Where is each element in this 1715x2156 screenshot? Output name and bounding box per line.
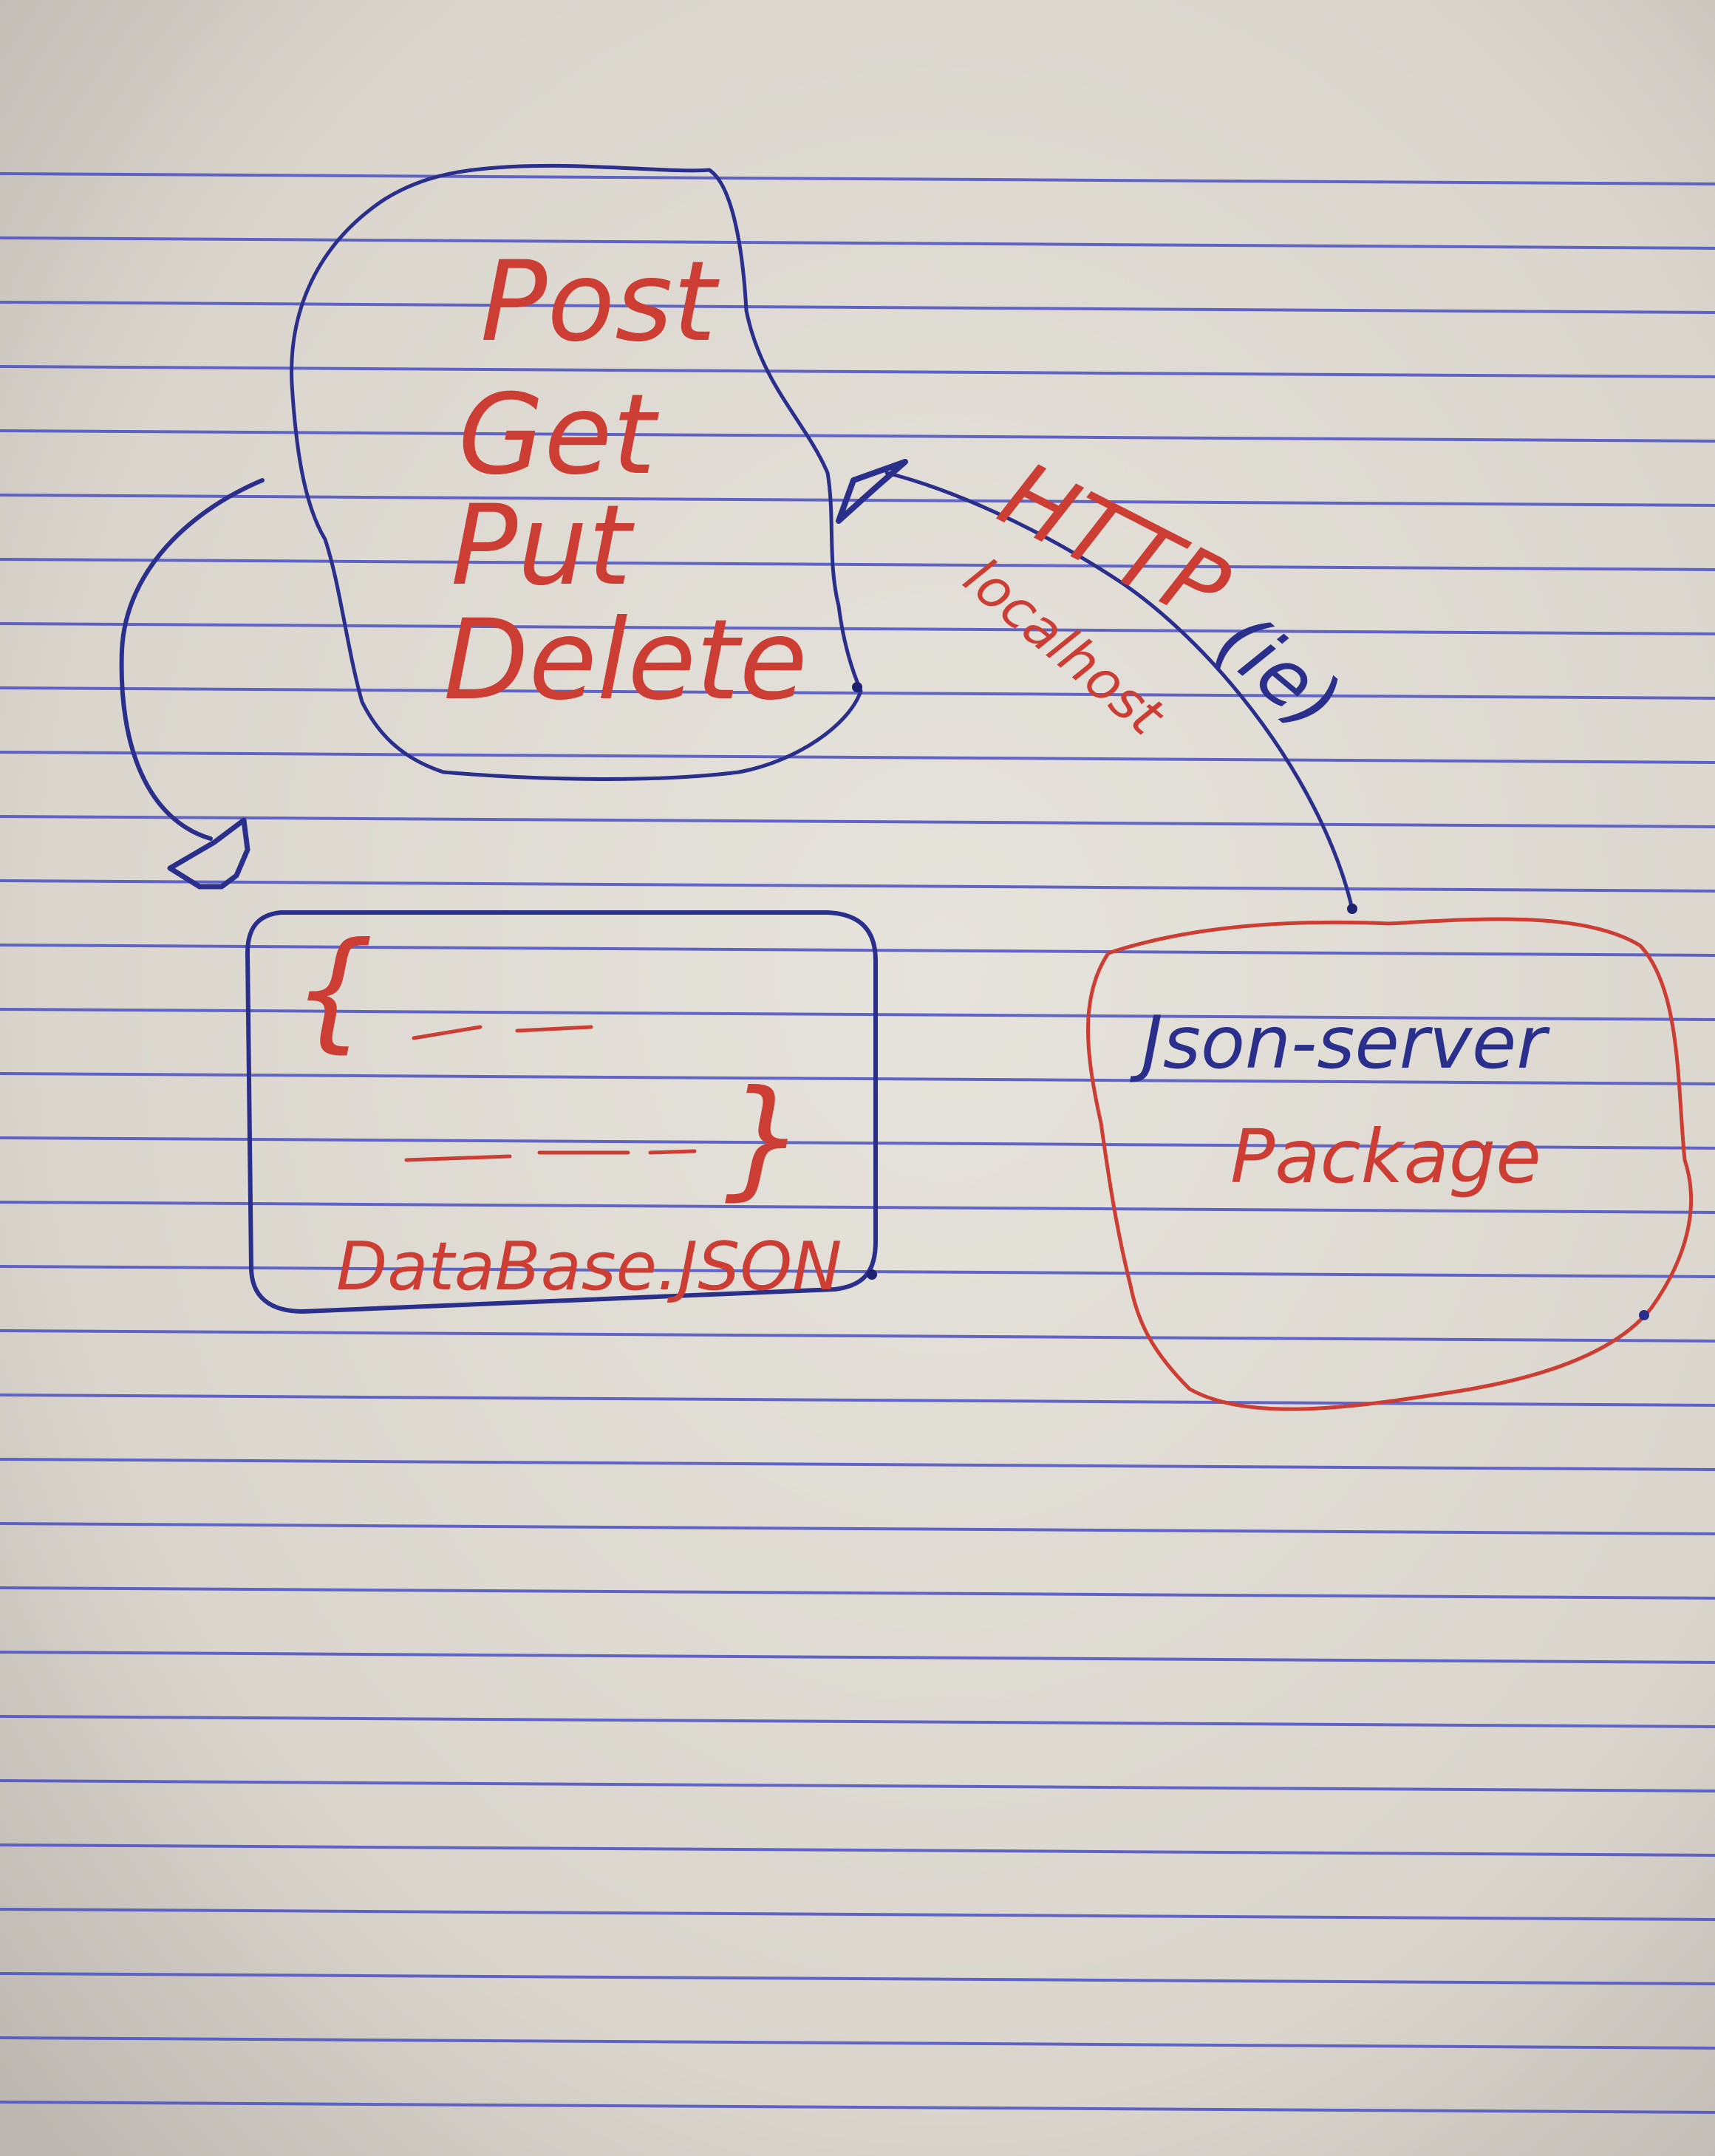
method-delete: Delete bbox=[443, 596, 808, 725]
ink-dot bbox=[1347, 904, 1357, 914]
database-label: DataBase.JSON bbox=[336, 1228, 842, 1306]
database-box-outline bbox=[245, 910, 878, 1314]
ruled-line bbox=[0, 2036, 1715, 2050]
json-open-brace: { bbox=[292, 915, 374, 1065]
methods-cloud-outline bbox=[290, 163, 863, 781]
method-post: Post bbox=[480, 238, 720, 366]
ruled-line bbox=[0, 1201, 1715, 1214]
ruled-line bbox=[0, 1265, 1715, 1278]
ruled-line bbox=[0, 1843, 1715, 1857]
ruled-lines bbox=[0, 172, 1715, 2114]
server-cloud-outline bbox=[1086, 917, 1694, 1411]
ruled-line bbox=[0, 1522, 1715, 1535]
ruled-line bbox=[0, 1393, 1715, 1407]
ruled-line bbox=[0, 1329, 1715, 1343]
ruled-line bbox=[0, 1458, 1715, 1471]
ruled-line bbox=[0, 558, 1715, 571]
ruled-line bbox=[0, 622, 1715, 635]
ruled-line bbox=[0, 1779, 1715, 1792]
ruled-line bbox=[0, 365, 1715, 378]
ruled-line bbox=[0, 944, 1715, 957]
ruled-line bbox=[0, 236, 1715, 250]
cloud-to-database-arrowhead bbox=[167, 817, 250, 890]
http-arrowhead bbox=[836, 459, 908, 524]
ruled-line bbox=[0, 301, 1715, 314]
ruled-line bbox=[0, 751, 1715, 764]
ruled-line bbox=[0, 1008, 1715, 1021]
server-subtitle: Package bbox=[1230, 1113, 1541, 1200]
ruled-line bbox=[0, 1072, 1715, 1085]
json-placeholder-line bbox=[404, 1149, 697, 1162]
ruled-line bbox=[0, 686, 1715, 700]
method-get: Get bbox=[458, 371, 660, 499]
json-close-brace: } bbox=[724, 1063, 806, 1213]
ink-dot bbox=[1639, 1310, 1649, 1320]
ruled-line bbox=[0, 1586, 1715, 1600]
ruled-line bbox=[0, 1972, 1715, 1985]
ruled-line bbox=[0, 1715, 1715, 1728]
ink-dot bbox=[867, 1269, 877, 1280]
ruled-line bbox=[0, 1651, 1715, 1664]
cloud-to-database-arrow bbox=[119, 478, 265, 841]
ruled-line bbox=[0, 815, 1715, 828]
json-placeholder-line bbox=[412, 1025, 593, 1040]
ruled-line bbox=[0, 1136, 1715, 1150]
ruled-line bbox=[0, 1908, 1715, 1921]
ink-dot bbox=[852, 682, 862, 692]
server-title: Json-server bbox=[1129, 1001, 1550, 1085]
ruled-line bbox=[0, 2101, 1715, 2114]
ruled-line bbox=[0, 172, 1715, 185]
ruled-line bbox=[0, 429, 1715, 443]
http-arrow bbox=[884, 471, 1354, 911]
method-put: Put bbox=[451, 482, 635, 610]
ruled-line bbox=[0, 879, 1715, 893]
